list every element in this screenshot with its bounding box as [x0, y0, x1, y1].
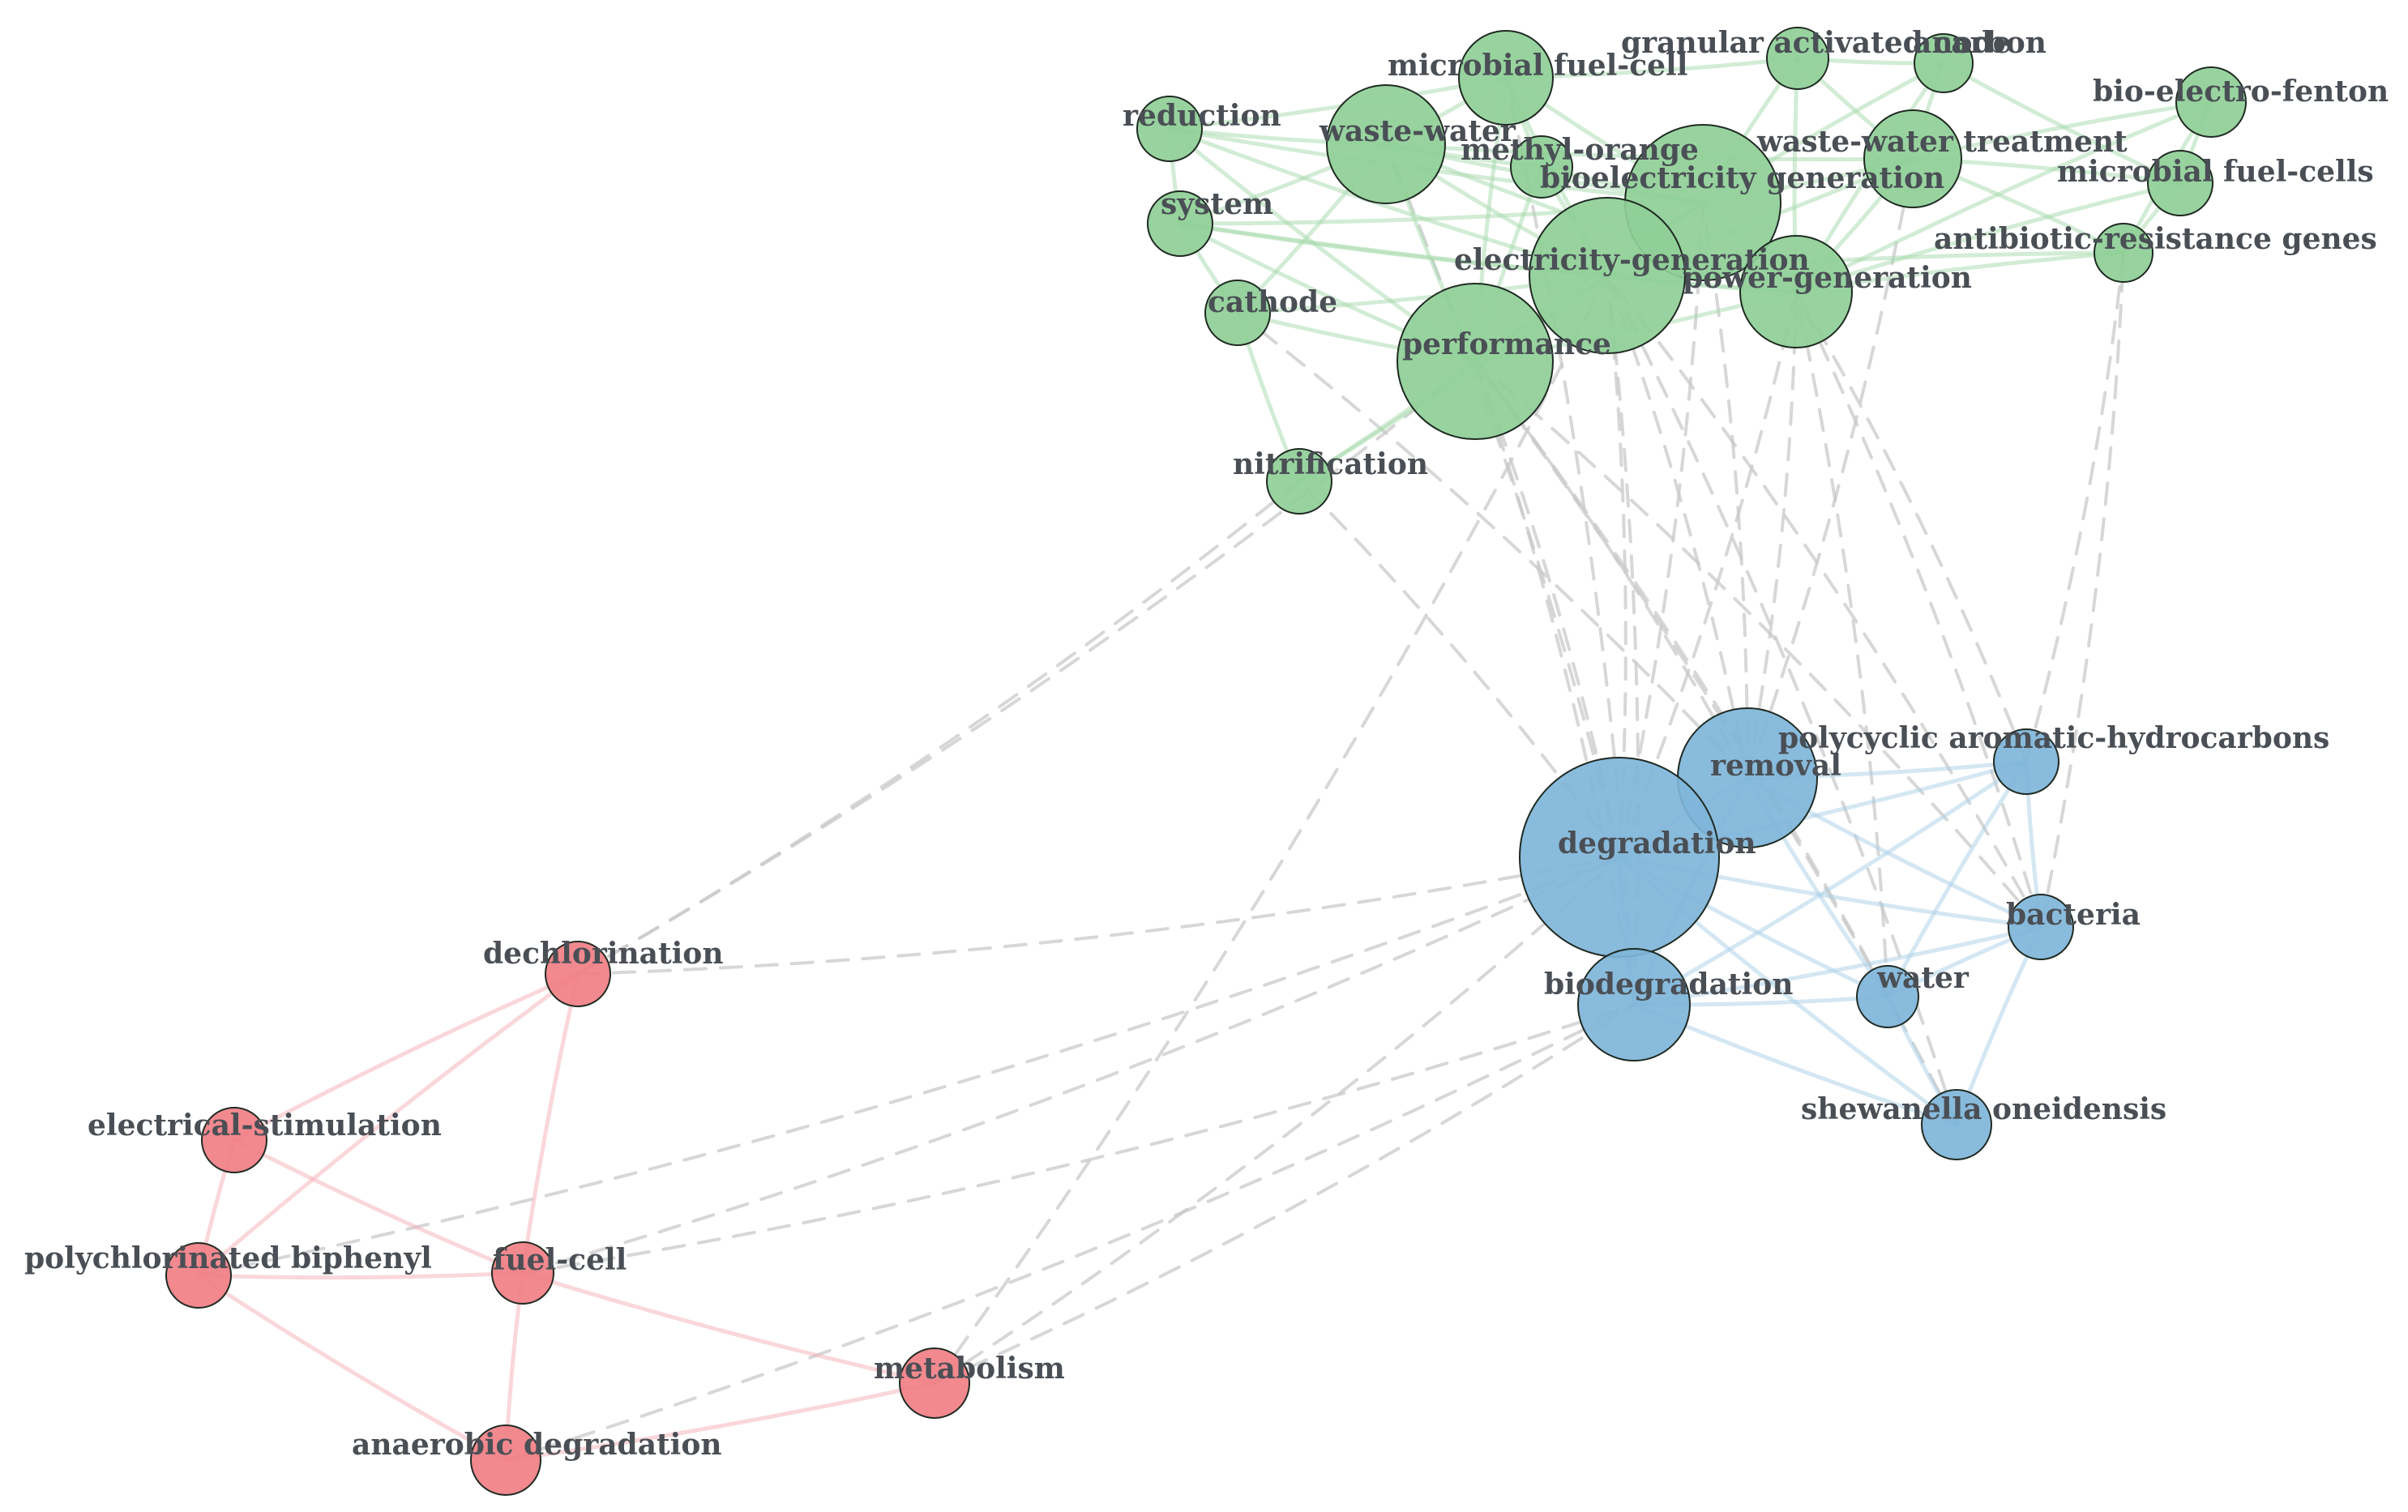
edge-water-power-generation	[1794, 290, 1889, 998]
edge-shewanella-oneidensis-electricity-generation	[1606, 274, 1958, 1126]
edge-fuel-cell-biodegradation	[521, 1003, 1636, 1275]
edge-polycyclic-aromatic-hydrocarbons-power-generation	[1794, 290, 2028, 763]
edge-dechlorination-electrical-stimulation	[232, 972, 580, 1143]
label-anaerobic-degradation: anaerobic degradation	[352, 1428, 722, 1462]
label-fuel-cell: fuel-cell	[493, 1243, 627, 1277]
edge-metabolism-electricity-generation	[933, 274, 1609, 1385]
node-bacteria[interactable]	[2008, 894, 2074, 960]
label-waste-water-treatment: waste-water treatment	[1756, 125, 2128, 159]
label-waste-water: waste-water	[1319, 114, 1516, 148]
edge-polychlorinated-biphenyl-fuel-cell	[196, 1271, 525, 1280]
edge-removal-bioelectricity-generation	[1701, 201, 1750, 779]
node-methyl-orange[interactable]	[1510, 135, 1573, 199]
node-microbial-fuel-cells[interactable]	[2147, 150, 2213, 216]
node-polychlorinated-biphenyl[interactable]	[165, 1242, 232, 1309]
label-power-generation: power-generation	[1683, 261, 1972, 295]
edge-removal-cathode	[1236, 311, 1749, 779]
label-dechlorination: dechlorination	[483, 937, 724, 971]
label-electricity-generation: electricity-generation	[1454, 243, 1810, 277]
edge-polychlorinated-biphenyl-degradation	[197, 856, 1621, 1277]
node-performance[interactable]	[1396, 283, 1554, 440]
node-microbial-fuel-cell[interactable]	[1458, 30, 1554, 126]
edge-bacteria-performance	[1473, 360, 2042, 929]
edge-polychlorinated-biphenyl-anaerobic-degradation	[196, 1273, 508, 1463]
edge-electrical-stimulation-fuel-cell	[232, 1138, 525, 1275]
node-electricity-generation[interactable]	[1529, 197, 1686, 354]
label-bio-electro-fenton: bio-electro-fenton	[2093, 75, 2389, 109]
network-nodes	[165, 27, 2247, 1496]
node-dechlorination[interactable]	[545, 941, 611, 1007]
label-shewanella-oneidensis: shewanella oneidensis	[1801, 1092, 2166, 1126]
label-cathode: cathode	[1208, 285, 1337, 319]
edge-degradation-bioelectricity-generation	[1618, 201, 1704, 859]
node-anode[interactable]	[1914, 33, 1974, 93]
label-bacteria: bacteria	[2006, 898, 2141, 932]
edge-polycyclic-aromatic-hydrocarbons-water	[1885, 759, 2029, 999]
label-reduction: reduction	[1123, 99, 1281, 133]
label-methyl-orange: methyl-orange	[1461, 133, 1699, 167]
edge-anaerobic-degradation-metabolism	[503, 1381, 937, 1463]
label-water: water	[1876, 961, 1970, 995]
edge-metabolism-biodegradation	[933, 1003, 1636, 1385]
node-bio-electro-fenton[interactable]	[2175, 66, 2247, 138]
label-nitrification: nitrification	[1233, 447, 1428, 481]
edge-bacteria-antibiotic-resistance-genes	[2039, 251, 2125, 929]
edge-anaerobic-degradation-biodegradation	[504, 1003, 1636, 1462]
label-antibiotic-resistance-genes: antibiotic-resistance genes	[1934, 222, 2377, 256]
node-water[interactable]	[1856, 965, 1919, 1028]
node-waste-water[interactable]	[1326, 84, 1446, 204]
edge-fuel-cell-degradation	[521, 856, 1621, 1275]
edge-dechlorination-polychlorinated-biphenyl	[196, 972, 580, 1278]
edge-polycyclic-aromatic-hydrocarbons-antibiotic-resistance-genes	[2025, 251, 2125, 763]
node-biodegradation[interactable]	[1577, 948, 1691, 1061]
edge-bacteria-power-generation	[1794, 290, 2042, 929]
edge-biodegradation-polycyclic-aromatic-hydrocarbons	[1632, 759, 2029, 1007]
edge-dechlorination-nitrification	[576, 480, 1301, 976]
edge-shewanella-oneidensis-performance	[1473, 360, 1958, 1126]
edge-bio-electro-fenton-power-generation	[1794, 100, 2213, 294]
node-polycyclic-aromatic-hydrocarbons[interactable]	[1993, 728, 2059, 795]
node-granular-activated-carbon[interactable]	[1766, 27, 1829, 90]
label-anode: anode	[1913, 26, 2012, 60]
edge-dechlorination-performance	[576, 360, 1477, 976]
edge-anode-microbial-fuel-cells	[1941, 61, 2183, 186]
node-anaerobic-degradation[interactable]	[470, 1424, 541, 1496]
label-microbial-fuel-cell: microbial fuel-cell	[1388, 49, 1687, 83]
node-cathode[interactable]	[1204, 280, 1271, 346]
label-biodegradation: biodegradation	[1544, 967, 1793, 1002]
label-polychlorinated-biphenyl: polychlorinated biphenyl	[24, 1241, 432, 1275]
node-antibiotic-resistance-genes[interactable]	[2094, 223, 2154, 283]
edge-biodegradation-bacteria	[1632, 925, 2043, 1007]
label-electrical-stimulation: electrical-stimulation	[88, 1108, 442, 1143]
node-shewanella-oneidensis[interactable]	[1921, 1089, 1992, 1160]
label-polycyclic-aromatic-hydrocarbons: polycyclic aromatic-hydrocarbons	[1778, 721, 2329, 755]
label-system: system	[1161, 187, 1273, 221]
node-system[interactable]	[1147, 190, 1213, 257]
label-granular-activated-carbon: granular activated carbon	[1621, 26, 2047, 60]
label-removal: removal	[1710, 749, 1841, 783]
label-performance: performance	[1402, 327, 1611, 361]
node-metabolism[interactable]	[899, 1348, 970, 1419]
label-degradation: degradation	[1558, 826, 1756, 861]
edge-fuel-cell-metabolism	[520, 1271, 937, 1386]
edge-dechlorination-fuel-cell	[520, 972, 580, 1275]
edge-dechlorination-degradation	[576, 856, 1621, 976]
label-metabolism: metabolism	[874, 1352, 1065, 1386]
edge-removal-waste-water-treatment	[1746, 157, 1914, 779]
node-waste-water-treatment[interactable]	[1863, 109, 1962, 208]
edge-biodegradation-performance	[1473, 360, 1636, 1006]
node-power-generation[interactable]	[1739, 235, 1853, 348]
node-electrical-stimulation[interactable]	[201, 1107, 267, 1173]
node-fuel-cell[interactable]	[491, 1241, 554, 1305]
label-microbial-fuel-cells: microbial fuel-cells	[2057, 155, 2374, 189]
node-reduction[interactable]	[1136, 96, 1203, 162]
node-nitrification[interactable]	[1266, 448, 1332, 515]
edge-metabolism-degradation	[933, 856, 1621, 1385]
label-bioelectricity-generation: bioelectricity generation	[1540, 161, 1944, 195]
